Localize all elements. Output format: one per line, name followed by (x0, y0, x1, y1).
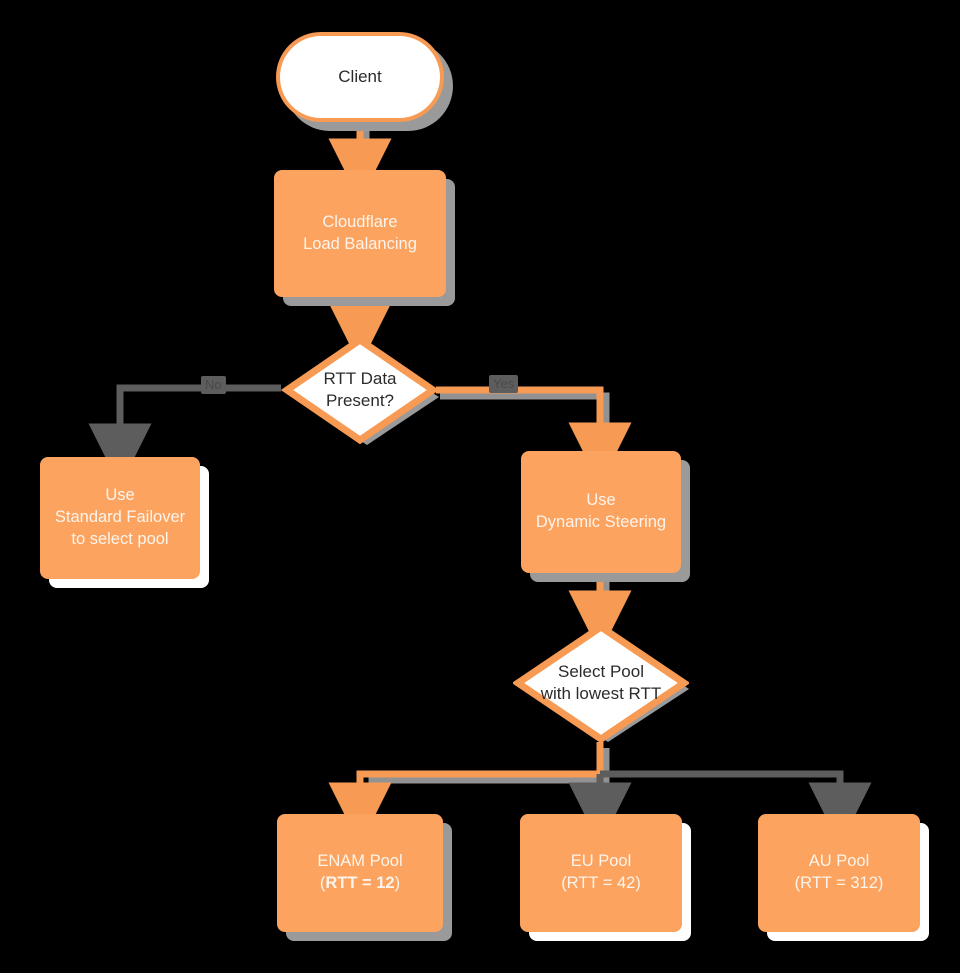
node-select-pool-line2: with lowest RTT (540, 684, 662, 703)
node-enam-pool[interactable]: ENAM Pool (RTT = 12) (277, 814, 443, 932)
node-load-balancing-line1: Cloudflare (322, 212, 398, 231)
node-dynamic-steering[interactable]: Use Dynamic Steering (521, 451, 681, 573)
node-eu-pool-line2: (RTT = 42) (561, 874, 641, 892)
node-load-balancing-label: Cloudflare Load Balancing (303, 212, 417, 256)
node-au-pool-line1: AU Pool (808, 852, 870, 871)
select-pool-shape (513, 622, 689, 744)
node-rtt-decision[interactable]: RTT Data Present? (281, 334, 439, 446)
node-rtt-decision-label: RTT Data Present? (281, 334, 439, 446)
node-enam-pool-label: ENAM Pool (RTT = 12) (317, 851, 402, 895)
edge-select-pool-to-enam (328, 742, 604, 846)
node-enam-pool-line1: ENAM Pool (317, 852, 403, 871)
node-rtt-decision-line2: Present? (325, 391, 395, 410)
node-au-pool-line2: (RTT = 312) (794, 874, 884, 892)
node-select-pool-line1: Select Pool (557, 661, 644, 681)
node-rtt-decision-line1: RTT Data (323, 368, 397, 388)
node-load-balancing[interactable]: Cloudflare Load Balancing (274, 170, 446, 297)
node-standard-failover-line2: Standard Failover (54, 508, 186, 527)
node-standard-failover-label: Use Standard Failover to select pool (55, 485, 185, 550)
edge-rtt-no-to-standard-failover (88, 384, 281, 487)
edge-rtt-yes-to-dynamic-steering (436, 386, 632, 486)
edge-select-pool-to-au (600, 770, 872, 846)
node-select-pool-label: Select Pool with lowest RTT (513, 622, 689, 744)
node-au-pool[interactable]: AU Pool (RTT = 312) (758, 814, 920, 932)
enam-rtt-value: RTT = 12 (325, 874, 395, 892)
node-dynamic-steering-label: Use Dynamic Steering (536, 490, 666, 534)
node-dynamic-steering-line2: Dynamic Steering (535, 513, 667, 531)
node-au-pool-label: AU Pool (RTT = 312) (795, 851, 884, 895)
node-select-pool[interactable]: Select Pool with lowest RTT (513, 622, 689, 744)
rtt-decision-shape (281, 335, 439, 445)
node-standard-failover-line1: Use (105, 486, 135, 505)
node-client[interactable]: Client (276, 32, 444, 122)
node-load-balancing-line2: Load Balancing (303, 234, 417, 253)
node-standard-failover-line3: to select pool (71, 529, 169, 548)
enam-rtt-close: ) (394, 874, 401, 892)
edge-label-yes: Yes (489, 375, 519, 393)
node-eu-pool-line1: EU Pool (570, 852, 632, 871)
node-eu-pool-label: EU Pool (RTT = 42) (561, 851, 641, 895)
node-standard-failover[interactable]: Use Standard Failover to select pool (40, 457, 200, 579)
node-enam-pool-rtt: (RTT = 12) (317, 873, 402, 895)
enam-rtt-open: ( (319, 874, 326, 892)
node-client-label: Client (338, 66, 382, 86)
node-eu-pool[interactable]: EU Pool (RTT = 42) (520, 814, 682, 932)
edge-label-no: No (201, 376, 226, 394)
node-dynamic-steering-line1: Use (586, 491, 616, 510)
